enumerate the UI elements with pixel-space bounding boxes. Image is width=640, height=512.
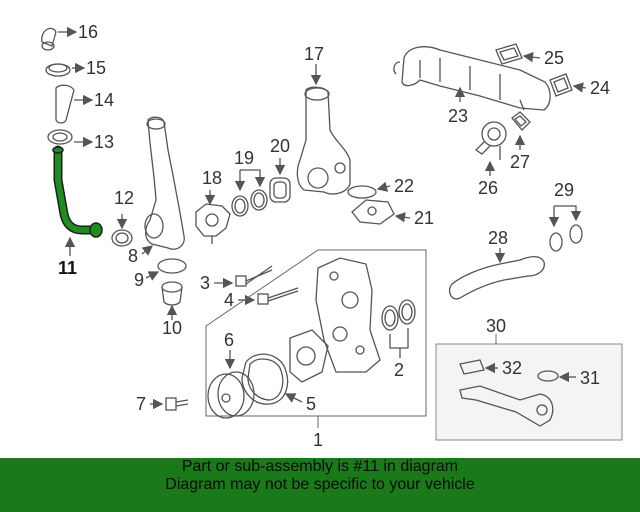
notice-line-1: Part or sub-assembly is #11 in diagram (181, 458, 459, 475)
part-21-flange (351, 199, 395, 225)
part-31-gasket (537, 370, 559, 382)
callout-19: 19 (234, 148, 254, 168)
part-26-fitting (474, 121, 507, 160)
part-1-cover (315, 257, 381, 373)
callout-4: 4 (224, 290, 234, 310)
part-4-bolt (257, 287, 299, 305)
callout-23: 23 (448, 106, 468, 126)
notice-banner: Part or sub-assembly is #11 in diagram D… (0, 458, 640, 512)
callout-32: 32 (502, 358, 522, 378)
part-7-bolt (165, 397, 189, 411)
callout-1: 1 (313, 430, 323, 450)
callout-29: 29 (554, 180, 574, 200)
part-30-bracket (459, 385, 554, 427)
part-8-duct (145, 116, 185, 250)
part-27-seal (511, 111, 531, 131)
arrow-21 (394, 212, 411, 223)
part-13-seal (47, 129, 73, 145)
callout-14: 14 (94, 90, 114, 110)
part-22-gasket (347, 185, 377, 199)
part-16-clip (41, 27, 57, 51)
part-2-seals (381, 299, 416, 331)
callout-2: 2 (394, 360, 404, 380)
arrow-9 (145, 271, 160, 281)
part-12-ring (111, 229, 133, 247)
part-11-pipe-highlight (52, 145, 103, 238)
callout-18: 18 (202, 168, 222, 188)
part-29-seals (549, 224, 583, 252)
arrow-25 (522, 51, 541, 63)
callout-9: 9 (134, 270, 144, 290)
notice-line-2: Diagram may not be specific to your vehi… (165, 476, 475, 493)
callout-24: 24 (590, 78, 610, 98)
part-15-clamp (45, 63, 71, 77)
callout-3: 3 (200, 273, 210, 293)
callout-7: 7 (136, 394, 146, 414)
part-28-hose (448, 255, 545, 300)
callout-8: 8 (128, 246, 138, 266)
callout-13: 13 (94, 132, 114, 152)
part-10-cap (161, 281, 183, 306)
group-30-box (435, 343, 623, 441)
callout-16: 16 (78, 22, 98, 42)
part-17-housing (296, 86, 351, 195)
callout-12: 12 (114, 188, 134, 208)
callout-28: 28 (488, 228, 508, 248)
callout-17: 17 (304, 44, 324, 64)
part-5-gasket (241, 353, 289, 405)
part-24-gasket (549, 73, 573, 97)
parts-diagram: 16 15 14 13 12 11 8 9 10 18 19 20 17 22 … (41, 22, 623, 450)
callout-31: 31 (580, 368, 600, 388)
part-3-bolt (235, 265, 273, 287)
callout-22: 22 (394, 176, 414, 196)
callout-26: 26 (478, 178, 498, 198)
callout-15: 15 (86, 58, 106, 78)
part-32-gasket (459, 359, 485, 375)
part-14-hose (55, 84, 75, 124)
group-1-bracket (205, 249, 427, 417)
part-23-manifold (393, 46, 551, 111)
part-25-gasket (495, 43, 523, 65)
part-19-seals (231, 189, 268, 217)
water-pump (289, 329, 329, 383)
part-20-gasket (269, 177, 291, 203)
callout-27: 27 (510, 152, 530, 172)
arrow-5 (284, 393, 303, 403)
callout-10: 10 (162, 318, 182, 338)
part-6-pulley (207, 371, 255, 419)
callout-21: 21 (414, 208, 434, 228)
arrow-8 (141, 245, 154, 256)
arrow-24 (572, 82, 587, 93)
part-18-thermostat (195, 203, 231, 244)
callout-11: 11 (58, 258, 77, 278)
arrow-22 (376, 181, 391, 192)
callout-30: 30 (486, 316, 506, 336)
part-9-oring (157, 258, 187, 274)
callout-20: 20 (270, 136, 290, 156)
callout-5: 5 (306, 394, 316, 414)
callout-6: 6 (224, 330, 234, 350)
callout-25: 25 (544, 48, 564, 68)
